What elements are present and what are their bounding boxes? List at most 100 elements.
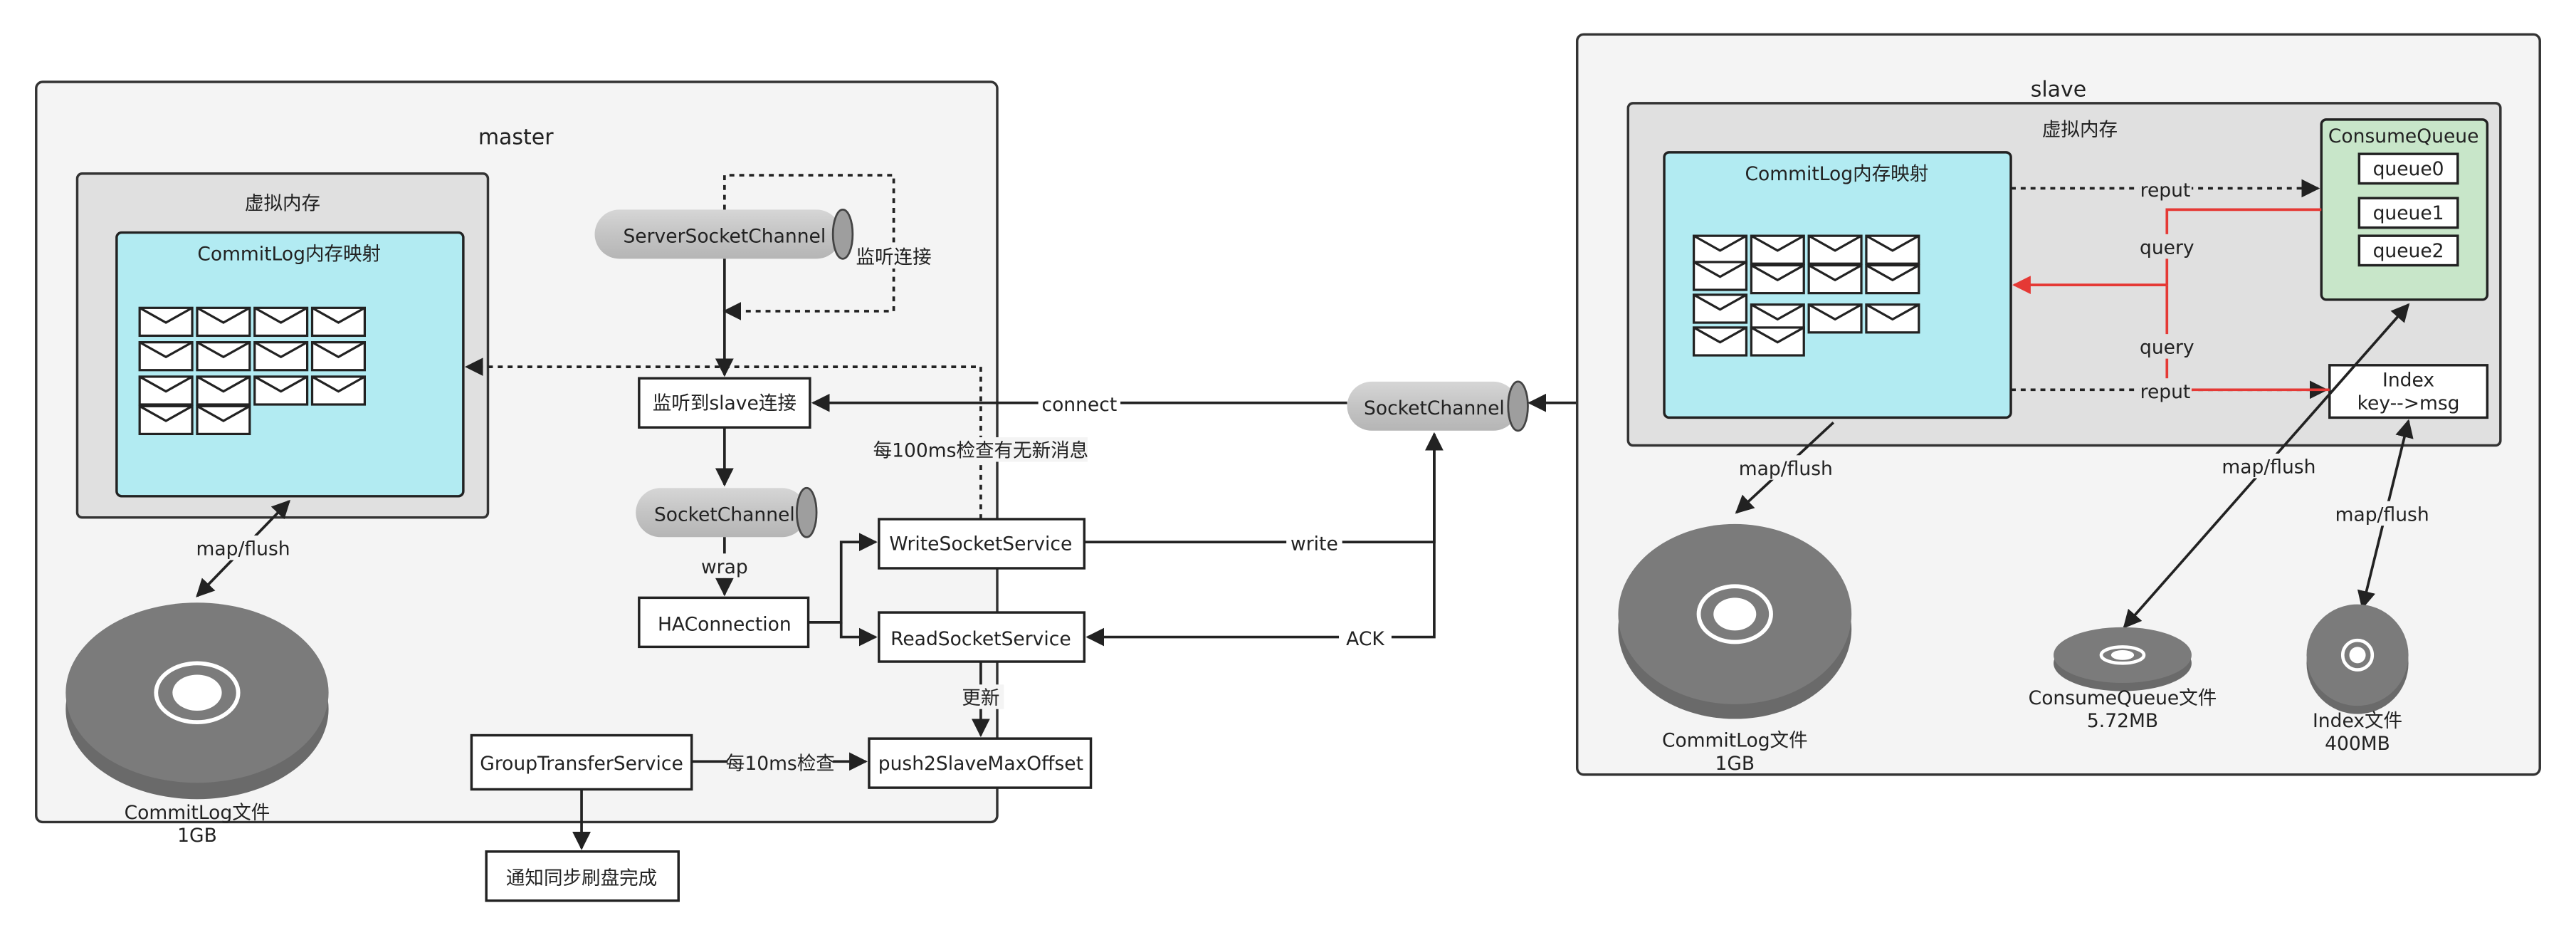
slave-commitlog-map-flush-label: map/flush <box>1739 458 1833 480</box>
slave-index-map-flush-label: map/flush <box>2335 503 2429 526</box>
read-socket-service-label: ReadSocketService <box>890 628 1071 650</box>
check-10ms-label: 每10ms检查 <box>726 753 835 775</box>
notify-label: 通知同步刷盘完成 <box>506 867 657 889</box>
queue0-label: queue0 <box>2373 158 2444 180</box>
write-socket-service-box <box>878 518 1086 570</box>
slave-cq-disk-icon <box>2054 627 2192 691</box>
slave-cq-disk-size: 5.72MB <box>2087 710 2158 732</box>
listen-loop-link <box>722 174 895 320</box>
master-disk-size: 1GB <box>177 825 217 847</box>
connect-label: connect <box>1041 394 1117 416</box>
group-transfer-service-box <box>470 733 693 791</box>
message-envelope-icon <box>1750 263 1805 295</box>
master-socket-channel-pipe-icon: SocketChannel <box>636 486 818 538</box>
haconnection-label: HAConnection <box>658 613 792 635</box>
slave-index-disk-name: Index文件 <box>2313 710 2402 732</box>
master-disk-name: CommitLog文件 <box>125 802 270 824</box>
index-sub: key-->msg <box>2357 392 2460 414</box>
server-socket-channel-label: ServerSocketChannel <box>623 225 826 247</box>
master-title: master <box>478 125 554 150</box>
message-envelope-icon <box>138 404 194 436</box>
message-envelope-icon <box>138 341 194 372</box>
message-envelope-icon <box>196 404 251 436</box>
message-envelope-icon <box>1865 303 1920 334</box>
write-socket-service-label: WriteSocketService <box>889 533 1072 555</box>
query-consume-queue-link <box>2165 208 2322 286</box>
master-map-flush-link: map/flush <box>194 499 293 597</box>
message-envelope-icon <box>253 375 309 406</box>
consume-queue-label: ConsumeQueue <box>2328 125 2479 147</box>
message-envelope-icon <box>1807 263 1863 295</box>
update-label: 更新 <box>962 687 999 709</box>
slave-commitlog-disk-name: CommitLog文件 <box>1662 730 1808 752</box>
slave-cq-map-flush-label: map/flush <box>2222 456 2315 479</box>
slave-commitlog-disk-size: 1GB <box>1715 753 1755 775</box>
message-envelope-icon <box>310 375 366 406</box>
group-transfer-service-label: GroupTransferService <box>480 753 683 775</box>
haconnection-to-write-link <box>808 533 878 624</box>
check-100ms-label: 每100ms检查有无新消息 <box>873 440 1089 462</box>
master-commitlog-mapping-label: CommitLog内存映射 <box>197 244 381 266</box>
message-envelope-icon <box>1807 234 1863 265</box>
link-socket-channel-pipe-icon: SocketChannel <box>1347 380 1529 432</box>
queue2-box <box>2357 234 2459 267</box>
message-envelope-icon <box>1807 303 1863 334</box>
master-map-flush-label: map/flush <box>196 538 290 560</box>
message-envelope-icon <box>196 341 251 372</box>
queue1-label: queue1 <box>2373 202 2444 224</box>
reput-label-bottom: reput <box>2140 381 2191 403</box>
message-envelope-icon <box>253 306 309 338</box>
message-envelope-icon <box>1692 326 1748 357</box>
haconnection-to-read-link <box>839 622 878 647</box>
slave-commitlog-disk-icon <box>1618 523 1852 719</box>
query-label-top: query <box>2140 236 2194 258</box>
message-envelope-icon <box>1692 261 1748 291</box>
write-label: write <box>1290 533 1338 555</box>
slave-title: slave <box>2031 78 2087 103</box>
listen-slave-box <box>638 377 811 429</box>
write-check-commitlog-link <box>464 357 982 519</box>
queue0-box <box>2357 152 2459 185</box>
index-box: Index key-->msg <box>2328 364 2489 419</box>
read-socket-service-box <box>878 611 1086 663</box>
message-envelope-icon <box>1750 326 1805 357</box>
message-envelope-icon <box>196 375 251 406</box>
listen-slave-label: 监听到slave连接 <box>653 392 797 414</box>
message-envelope-icon <box>310 341 366 372</box>
message-envelope-icon <box>1692 234 1748 265</box>
ack-link <box>1085 434 1436 647</box>
ack-label: ACK <box>1346 628 1384 650</box>
notify-box <box>485 850 680 902</box>
server-socket-channel-pipe-icon: ServerSocketChannel <box>594 208 854 260</box>
message-envelope-icon <box>196 306 251 338</box>
link-socket-channel-label: SocketChannel <box>1364 397 1505 419</box>
index-title: Index <box>2382 370 2434 392</box>
push-slave-offset-label: push2SlaveMaxOffset <box>878 753 1083 775</box>
master-vm-label: 虚拟内存 <box>245 192 320 214</box>
message-envelope-icon <box>310 306 366 338</box>
slave-commitlog-mapping-label: CommitLog内存映射 <box>1745 163 1929 185</box>
queue2-label: queue2 <box>2373 240 2444 262</box>
message-envelope-icon <box>138 375 194 406</box>
master-commitlog-disk-icon <box>65 602 328 799</box>
query-label-bottom: query <box>2140 337 2194 359</box>
slave-vm-label: 虚拟内存 <box>2042 119 2118 141</box>
reput-label-top: reput <box>2140 179 2191 202</box>
slave-index-disk-icon <box>2306 604 2409 714</box>
message-envelope-icon <box>1692 293 1748 324</box>
wrap-label: wrap <box>701 556 748 578</box>
write-link <box>1084 432 1444 544</box>
slave-cq-disk-name: ConsumeQueue文件 <box>2029 687 2217 709</box>
slave-index-disk-size: 400MB <box>2325 733 2390 755</box>
queue1-box <box>2357 197 2459 229</box>
push-slave-offset-box <box>868 737 1093 789</box>
message-envelope-icon <box>138 306 194 338</box>
message-envelope-icon <box>253 341 309 372</box>
message-envelope-icon <box>1865 263 1920 295</box>
message-envelope-icon <box>1865 234 1920 265</box>
listen-connection-label: 监听连接 <box>856 246 931 268</box>
consume-queue-box: ConsumeQueue queue0 queue1 queue2 <box>2320 118 2489 301</box>
message-envelope-icon <box>1750 234 1805 265</box>
master-socket-channel-label: SocketChannel <box>654 503 795 526</box>
